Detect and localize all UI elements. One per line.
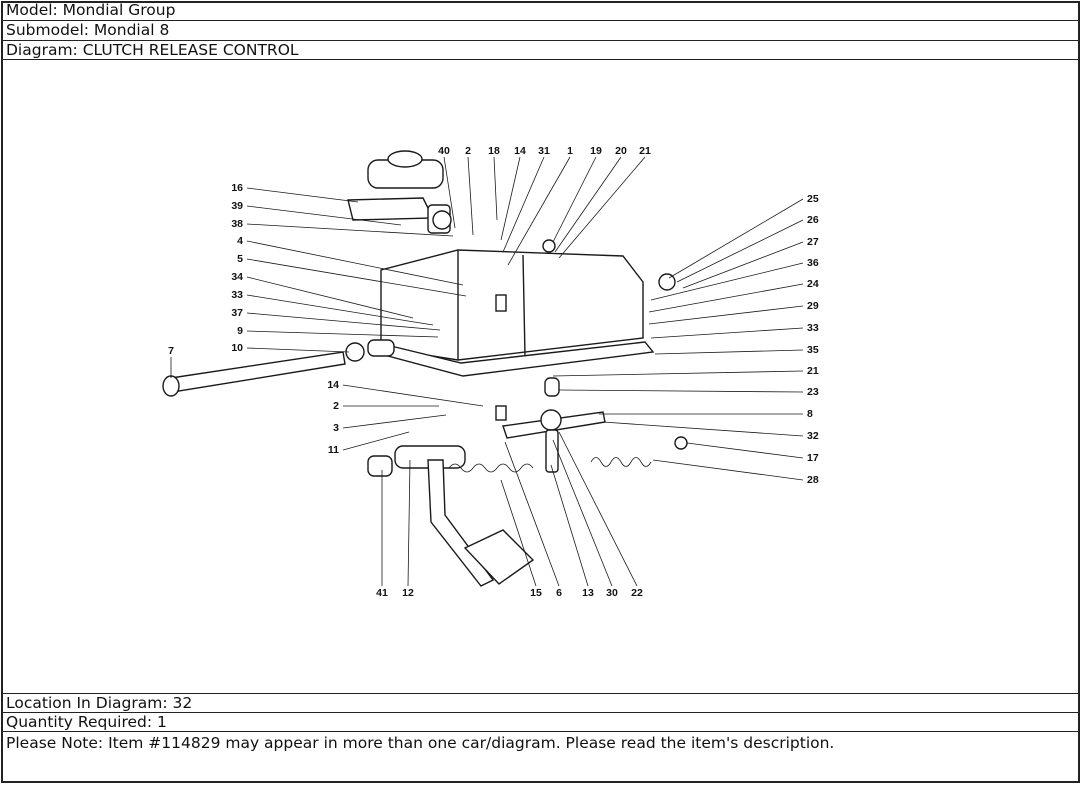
callout-label: 37 [231,307,243,319]
callout-label: 33 [807,322,819,334]
callout-label: 26 [807,214,819,226]
divider [1,20,1080,21]
callout-label: 4 [237,235,243,247]
callout-label: 40 [438,145,450,157]
callout-label: 25 [807,193,819,205]
callout-label: 21 [807,365,819,377]
callout-label: 29 [807,300,819,312]
callout-label: 13 [582,587,594,599]
callout-label: 7 [168,345,174,357]
callout-label: 8 [807,408,813,420]
callout-label: 38 [231,218,243,230]
callout-label: 1 [567,145,573,157]
callout-label: 28 [807,474,819,486]
callout-labels: 40 2 18 14 31 1 19 20 21 16 39 38 4 5 34… [168,145,819,599]
callout-label: 15 [530,587,542,599]
divider [1,40,1080,41]
quantity-line: Quantity Required: 1 [6,713,167,731]
location-line: Location In Diagram: 32 [6,694,193,712]
callout-label: 24 [807,278,819,290]
callout-label: 14 [327,379,339,391]
model-line: Model: Mondial Group [6,1,176,19]
divider [1,59,1080,60]
divider [1,693,1080,694]
callout-label: 30 [606,587,618,599]
callout-label: 2 [333,400,339,412]
callout-label: 14 [514,145,526,157]
callout-label: 3 [333,422,339,434]
callout-label: 11 [328,444,339,456]
callout-label: 2 [465,145,471,157]
callout-label: 35 [807,344,819,356]
callout-label: 32 [807,430,819,442]
diagram-title: Diagram: CLUTCH RELEASE CONTROL [6,41,299,59]
leader-lines [170,156,804,587]
callout-label: 34 [231,271,243,283]
callout-label: 41 [376,587,388,599]
callout-label: 10 [231,342,243,354]
callout-label: 18 [488,145,500,157]
divider [1,731,1080,732]
diagram-artwork [162,150,688,587]
callout-label: 6 [556,587,562,599]
callout-label: 33 [231,289,243,301]
callout-label: 39 [231,200,243,212]
item-note: Please Note: Item #114829 may appear in … [6,734,835,752]
parts-diagram: 40 2 18 14 31 1 19 20 21 16 39 38 4 5 34… [162,145,819,599]
callout-label: 9 [237,325,243,337]
callout-label: 17 [807,452,819,464]
callout-label: 36 [807,257,819,269]
callout-label: 19 [590,145,602,157]
callout-label: 23 [807,386,819,398]
callout-label: 21 [639,145,651,157]
callout-label: 22 [631,587,643,599]
callout-label: 12 [402,587,414,599]
callout-label: 16 [231,182,243,194]
callout-label: 27 [807,236,819,248]
callout-label: 20 [615,145,627,157]
divider [1,712,1080,713]
callout-label: 5 [237,253,243,265]
callout-label: 31 [538,145,550,157]
submodel-line: Submodel: Mondial 8 [6,21,170,39]
